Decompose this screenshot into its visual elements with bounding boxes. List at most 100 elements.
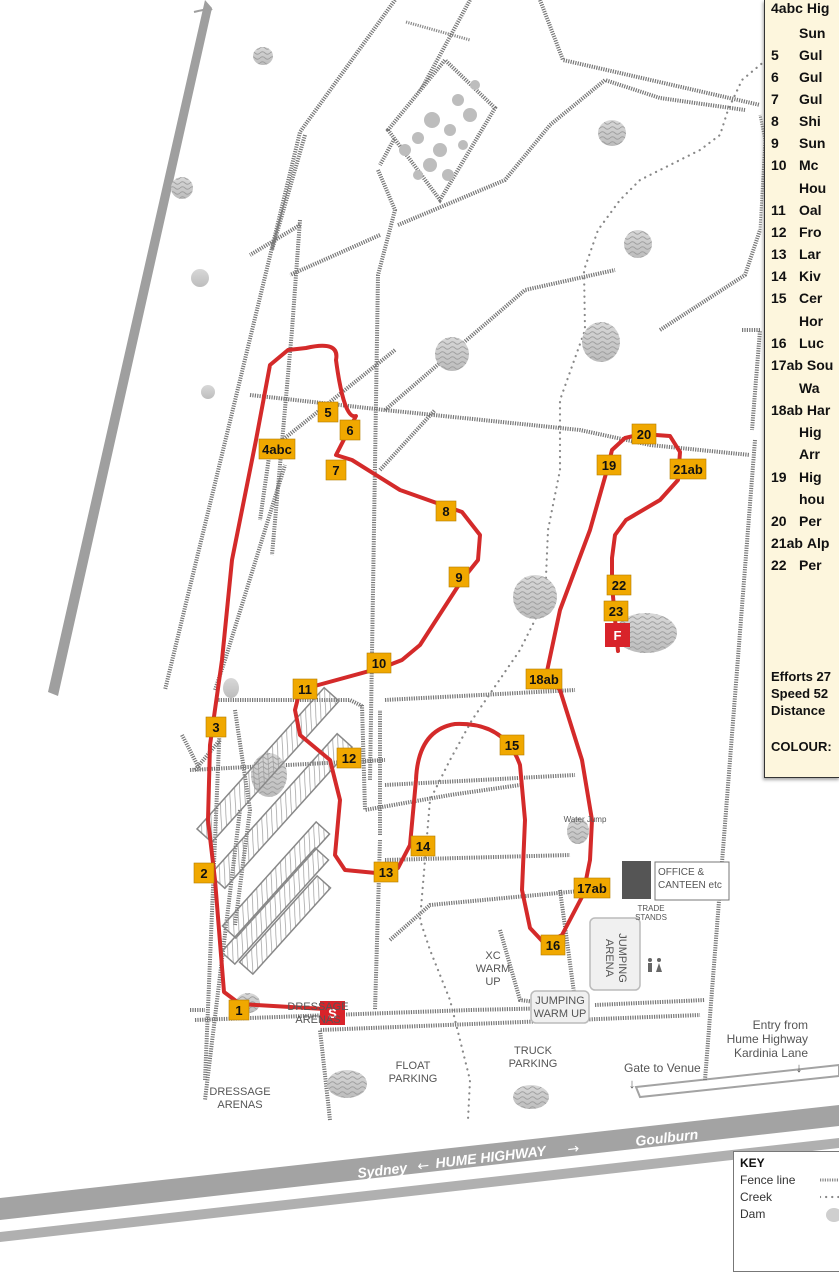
legend-jump-name: Gul: [799, 91, 823, 107]
legend-jump-name: Alp: [806, 535, 830, 551]
jump-label: 16: [546, 938, 560, 953]
distance-text: Distance: [771, 703, 826, 718]
jump-marker-16: 16: [540, 934, 566, 956]
jump-marker-6: 6: [339, 419, 361, 441]
jump-marker-20: 20: [631, 423, 657, 445]
jump-label: 20: [637, 427, 651, 442]
legend-jump-number: 17ab: [771, 357, 803, 373]
legend-row: 20 Per: [771, 513, 822, 529]
legend-jump-number: 15: [771, 290, 787, 306]
jump-marker-17ab: 17ab: [573, 877, 611, 899]
legend-jump-name: Mc: [799, 157, 819, 173]
jumping-warm-up-label: JUMPING WARM UP: [533, 995, 587, 1020]
entry-arrow-icon: ↓: [795, 1060, 803, 1075]
legend-jump-number: 20: [771, 513, 787, 529]
golden-vale-road: [48, 0, 213, 696]
legend-row: Hor: [771, 313, 823, 329]
legend-jump-name: Luc: [799, 335, 824, 351]
legend-jump-number: 12: [771, 224, 787, 240]
legend-jump-number: 7: [771, 91, 779, 107]
efforts-text: Efforts 27: [771, 669, 831, 684]
jump-marker-12: 12: [336, 747, 362, 769]
jump-label: 4abc: [262, 442, 292, 457]
legend-jump-number: 6: [771, 69, 779, 85]
gate-label: Gate to Venue: [624, 1061, 701, 1075]
dressage-arenas-lower-label: DRESSAGE ARENAS: [209, 1086, 271, 1111]
jump-marker-22: 22: [606, 574, 632, 596]
goulburn-label: Goulburn: [635, 1126, 699, 1149]
jump-label: 22: [612, 578, 626, 593]
start-label: S: [328, 1006, 337, 1021]
jump-label: 7: [332, 463, 339, 478]
jump-marker-10: 10: [366, 652, 392, 674]
legend-jump-number: 21ab: [771, 535, 803, 551]
legend-jump-number: 5: [771, 47, 779, 63]
jump-label: 15: [505, 738, 519, 753]
jump-label: 21ab: [673, 462, 703, 477]
legend-jump-name: Gul: [799, 69, 823, 85]
legend-jump-number: 8: [771, 113, 779, 129]
legend-jump-number: 22: [771, 557, 787, 573]
jump-marker-15: 15: [499, 734, 525, 756]
jump-label: 13: [379, 865, 393, 880]
legend-row: 6 Gul: [771, 69, 822, 85]
legend-jump-name: Hig: [806, 0, 830, 16]
jumping-warm-up-box: [530, 990, 590, 1024]
legend-jump-name: Per: [799, 513, 822, 529]
gate-arrow-icon: ↓: [628, 1076, 636, 1091]
jump-label: 17ab: [577, 881, 607, 896]
jump-marker-3: 3: [205, 716, 227, 738]
jump-marker-11: 11: [292, 678, 318, 700]
legend-jump-name: Hor: [799, 313, 824, 329]
west-arrow: ←: [417, 1158, 430, 1175]
office-building: [622, 861, 651, 899]
jump-label: 8: [442, 504, 449, 519]
jump-marker-5: 5: [317, 401, 339, 423]
jump-marker-18ab: 18ab: [525, 668, 563, 690]
legend-row: Hou: [771, 180, 826, 196]
legend-jump-name: Shi: [799, 113, 821, 129]
office-canteen-label: OFFICE & CANTEEN etc: [658, 867, 722, 891]
legend-jump-name: Hig: [799, 469, 822, 485]
legend-jump-number: 4abc: [771, 0, 803, 16]
legend-jump-name: Sun: [799, 25, 826, 41]
trade-stands-label: TRADE STANDS: [635, 904, 667, 922]
toilet-icon: [648, 958, 662, 972]
jump-marker-2: 2: [193, 862, 215, 884]
key-dam-label: Dam: [740, 1207, 766, 1221]
legend-row: Sun: [771, 25, 825, 41]
legend-row: Wa: [771, 380, 819, 396]
jump-label: 3: [212, 720, 219, 735]
jump-marker-9: 9: [448, 566, 470, 588]
jump-label: 5: [324, 405, 331, 420]
dressage-arenas-label: DRESSAGE ARENAS: [287, 1001, 349, 1026]
jumping-arena-label: JUMPING ARENA: [603, 933, 628, 983]
key-fence-label: Fence line: [740, 1173, 796, 1187]
legend-jump-name: Sou: [806, 357, 834, 373]
legend-jump-number: 16: [771, 335, 787, 351]
finish-marker: F: [605, 623, 630, 647]
course-route: [206, 343, 682, 1012]
jump-label: 12: [342, 751, 356, 766]
legend-row: 8 Shi: [771, 113, 821, 129]
legend-jump-name: Per: [799, 557, 822, 573]
entry-label: Entry from Hume Highway Kardinia Lane: [726, 1018, 808, 1060]
dressage-arenas-strips: [195, 686, 354, 976]
jump-label: 11: [298, 682, 312, 697]
legend-jump-name: Arr: [799, 446, 821, 462]
jump-marker-1: 1: [228, 999, 250, 1021]
jump-label: 18ab: [529, 672, 559, 687]
creek-line: [418, 58, 768, 1122]
forest-patch: [385, 57, 498, 204]
water-jump-label: Water Jump: [563, 815, 607, 824]
